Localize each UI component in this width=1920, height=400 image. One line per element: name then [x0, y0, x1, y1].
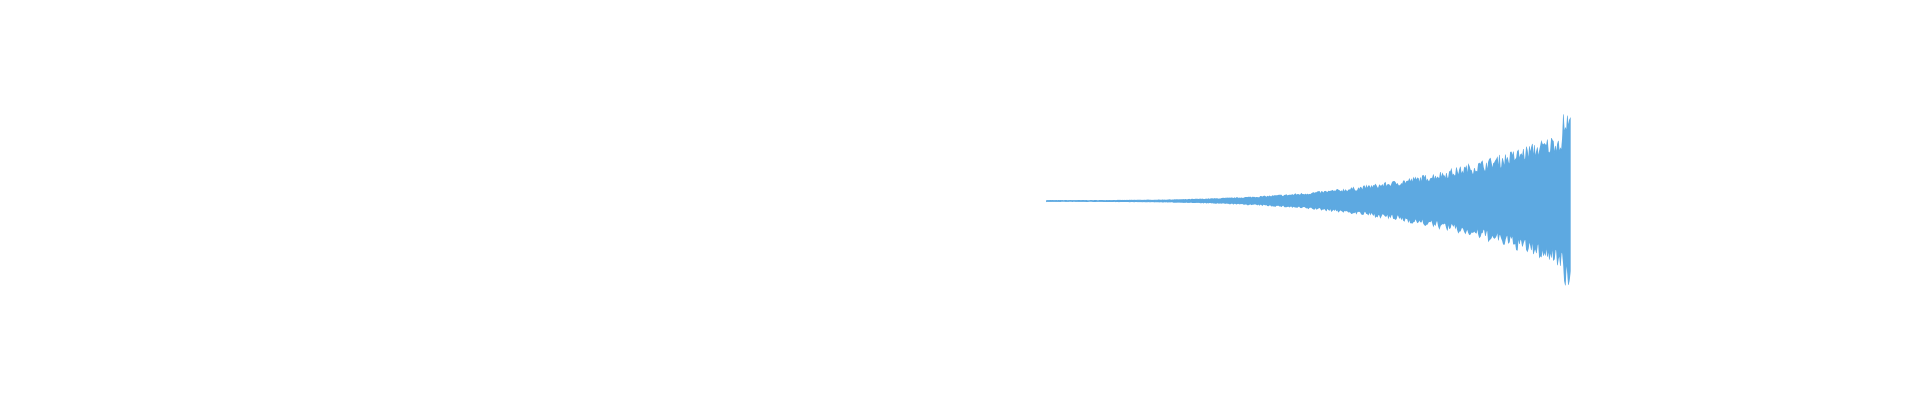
waveform-shape — [1046, 114, 1571, 286]
